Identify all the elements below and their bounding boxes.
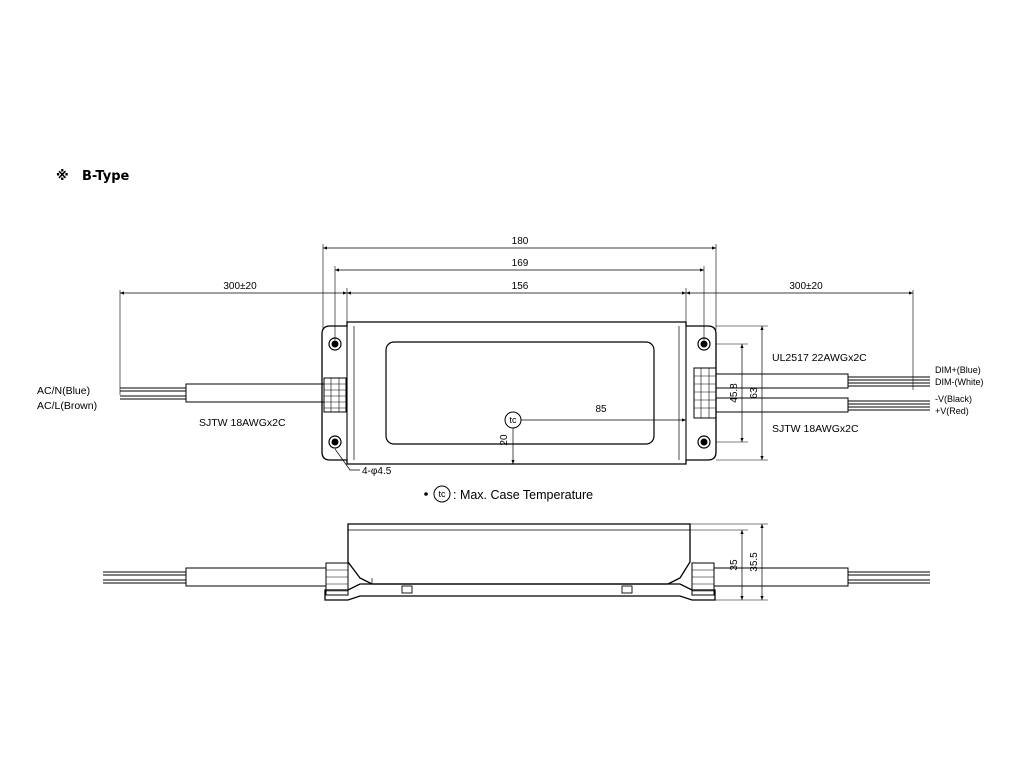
output-cable-spec: SJTW 18AWGx2C [772, 423, 859, 435]
wire-dim-minus: DIM-(White) [935, 377, 984, 387]
dim-mount-pitch: 169 [512, 258, 529, 269]
mounting-hole-br [697, 435, 711, 449]
side-slot-left [401, 585, 413, 594]
tc-symbol-label: tc [509, 415, 517, 425]
wire-ac-l: AC/L(Brown) [37, 400, 97, 412]
dim-overall-length: 180 [512, 236, 529, 247]
dc-cable-jacket [715, 397, 849, 413]
dim-side-total-height: 35.5 [749, 552, 760, 572]
dim-left-cable: 300±20 [223, 281, 257, 292]
label-area [385, 341, 655, 445]
mounting-hole-tl [328, 337, 342, 351]
dim-mount-width: 45.8 [729, 383, 740, 403]
dim-tc-y: 20 [499, 434, 510, 446]
cable-gland-left [323, 377, 347, 413]
section-marker: ※ [56, 169, 69, 184]
dim-tc-x: 85 [595, 404, 607, 415]
dim-right-cable: 300±20 [789, 281, 823, 292]
dim-holes: 4-φ4.5 [362, 466, 392, 477]
wire-ac-n: AC/N(Blue) [37, 385, 90, 397]
mounting-hole-bl [328, 435, 342, 449]
side-view-body [347, 523, 691, 585]
dim-side-height: 35 [729, 559, 740, 571]
dim-cable-jacket [715, 373, 849, 389]
wire-plus-v: +V(Red) [935, 406, 969, 416]
mounting-hole-tr [697, 337, 711, 351]
dim-cable-spec: UL2517 22AWGx2C [772, 352, 867, 364]
housing-outline [321, 321, 717, 465]
section-title: B-Type [82, 169, 129, 184]
legend-tc-symbol [433, 485, 451, 503]
dim-body-length: 156 [512, 281, 529, 292]
wire-minus-v: -V(Black) [935, 394, 972, 404]
ac-cable-jacket [185, 383, 325, 403]
dim-width: 63 [749, 387, 760, 399]
side-slot-right [621, 585, 633, 594]
side-view-base [324, 583, 716, 601]
legend-text: : Max. Case Temperature [453, 488, 593, 502]
legend-symbol-label: tc [438, 489, 446, 499]
input-cable-spec: SJTW 18AWGx2C [199, 417, 286, 429]
cable-gland-right [693, 367, 717, 419]
wire-dim-plus: DIM+(Blue) [935, 365, 981, 375]
